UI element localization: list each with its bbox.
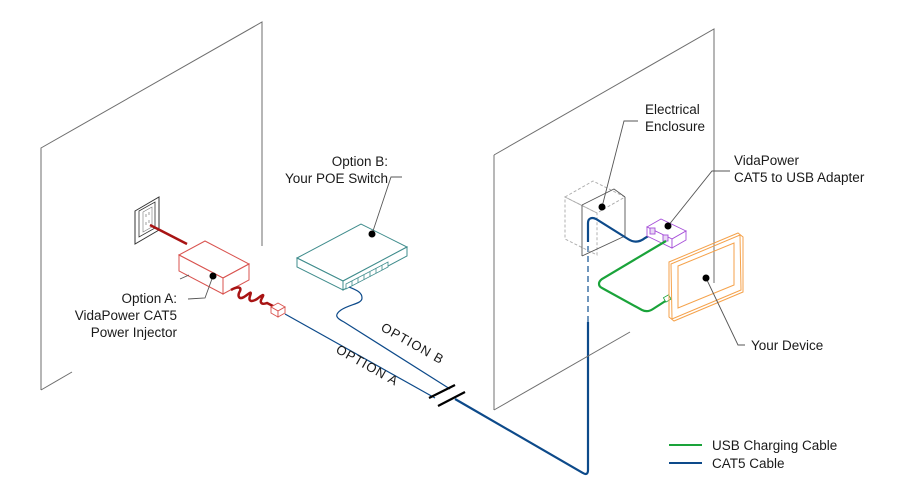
callout-enclosure: [598, 120, 638, 211]
cat5-cable-option-b: [336, 286, 451, 390]
left-wall: [40, 21, 263, 391]
label-option-a-line1: Option A:: [121, 291, 177, 306]
label-enclosure-line1: Electrical: [645, 102, 700, 117]
power-cord: [149, 223, 188, 246]
legend-item-cat5: CAT5 Cable: [669, 456, 785, 471]
label-option-a-line3: Power Injector: [91, 325, 178, 340]
left-wall-bottom-edge: [40, 371, 73, 391]
callout-dot: [702, 274, 710, 282]
label-option-b: Option B: Your POE Switch: [285, 154, 388, 186]
label-enclosure-line2: Enclosure: [645, 119, 705, 134]
your-device: [668, 232, 744, 322]
label-your-device: Your Device: [751, 338, 823, 353]
label-adapter: VidaPower CAT5 to USB Adapter: [734, 153, 865, 185]
callout-adapter: [664, 170, 730, 230]
cable-break-symbol: [428, 384, 466, 407]
legend-label-cat5: CAT5 Cable: [712, 456, 785, 471]
left-wall-outline: [40, 21, 263, 390]
legend-item-usb: USB Charging Cable: [669, 438, 837, 453]
label-option-b-line2: Your POE Switch: [285, 171, 388, 186]
callout-device: [702, 274, 745, 346]
right-wall-outline: [493, 28, 715, 283]
power-injector: [177, 240, 251, 295]
right-wall: [493, 28, 715, 411]
right-wall-bottom-edge: [493, 331, 631, 411]
callout-dot: [664, 222, 672, 230]
callout-option-a: [179, 272, 217, 300]
callout-option-b: [368, 176, 402, 238]
label-enclosure: Electrical Enclosure: [645, 102, 705, 134]
label-adapter-line1: VidaPower: [734, 153, 800, 168]
label-adapter-line2: CAT5 to USB Adapter: [734, 170, 865, 185]
cat5-cable-to-adapter: [586, 216, 656, 243]
cat5-cable-main-run: [454, 322, 590, 476]
legend: USB Charging Cable CAT5 Cable: [669, 438, 837, 471]
injector-connector: [270, 302, 286, 318]
electrical-enclosure: [564, 180, 626, 257]
label-option-a: Option A: VidaPower CAT5 Power Injector: [75, 291, 178, 340]
callout-dot: [598, 203, 606, 211]
cat5-cable-option-a: [284, 313, 436, 399]
callout-dot: [209, 272, 217, 280]
label-cable-option-a: OPTION A: [334, 342, 402, 389]
injector-cat5-cable: [230, 286, 278, 310]
label-option-b-line1: Option B:: [332, 154, 388, 169]
poe-switch: [295, 223, 409, 291]
switch-ports: [345, 261, 389, 290]
label-option-a-line2: VidaPower CAT5: [75, 308, 177, 323]
wall-outlet: [134, 196, 160, 245]
callout-dot: [368, 230, 376, 238]
legend-label-usb: USB Charging Cable: [712, 438, 837, 453]
label-cable-option-b: OPTION B: [379, 320, 447, 368]
usb-charging-cable: [597, 240, 668, 313]
